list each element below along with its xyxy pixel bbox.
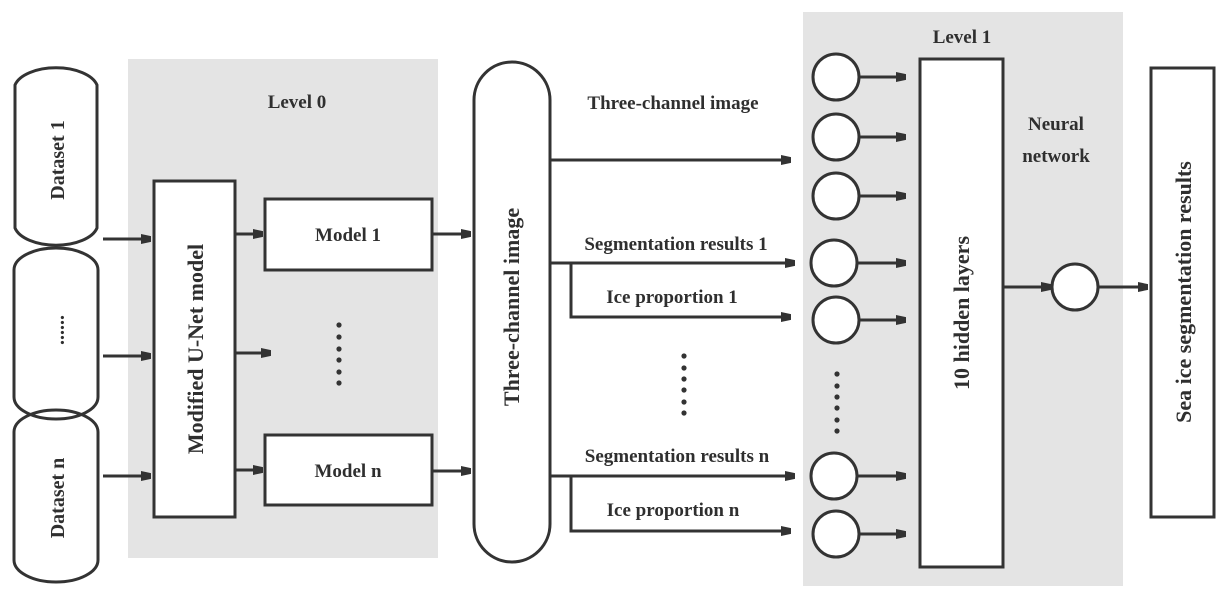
input-node [809, 238, 859, 288]
level1-title: Level 1 [933, 27, 992, 48]
nodes-ellipsis [834, 371, 840, 434]
hidden-layers-label: 10 hidden layers [949, 236, 974, 390]
three-channel-cylinder [472, 60, 552, 564]
model-n-label: Model n [314, 461, 381, 482]
hidden-layers-box [918, 57, 1005, 569]
neural-network-label-1: Neural [1028, 114, 1084, 135]
neural-network-label-2: network [1022, 146, 1090, 167]
edge-label-seg1: Segmentation results 1 [584, 234, 767, 255]
dataset-1-label: Dataset 1 [47, 120, 69, 199]
models-ellipsis [336, 322, 342, 386]
edge-label-three-channel: Three-channel image [587, 93, 758, 114]
input-node [811, 171, 861, 221]
dataset-n: Dataset n [12, 408, 100, 584]
result-box [1149, 66, 1216, 519]
input-nodes [809, 52, 905, 559]
dataset-1: Dataset 1 [13, 66, 99, 247]
edges-ellipsis [681, 353, 687, 416]
arrow-icen [569, 476, 790, 531]
result-label: Sea ice segmentation results [1171, 161, 1196, 423]
edge-label-segn: Segmentation results n [585, 446, 770, 467]
dataset-n-label: Dataset n [47, 458, 69, 539]
dataset-ellipsis-label: ...... [47, 315, 69, 345]
input-node [809, 451, 859, 501]
level0-title: Level 0 [268, 92, 327, 113]
three-channel-cylinder-label: Three-channel image [499, 208, 524, 406]
unet-model-label: Modified U-Net model [183, 244, 208, 454]
model-1-box [263, 197, 434, 272]
dataset-ellipsis: ...... [12, 246, 100, 421]
edge-label-icen: Ice proportion n [607, 500, 740, 521]
model-n-box [263, 433, 434, 507]
input-node [811, 509, 861, 559]
unet-model-box [152, 179, 237, 519]
arrow-ice1 [569, 263, 790, 317]
input-node [811, 112, 861, 162]
input-node [811, 295, 861, 345]
output-node [1050, 262, 1100, 312]
edge-label-ice1: Ice proportion 1 [606, 287, 738, 308]
input-node [811, 52, 861, 102]
model-1-label: Model 1 [315, 225, 381, 246]
